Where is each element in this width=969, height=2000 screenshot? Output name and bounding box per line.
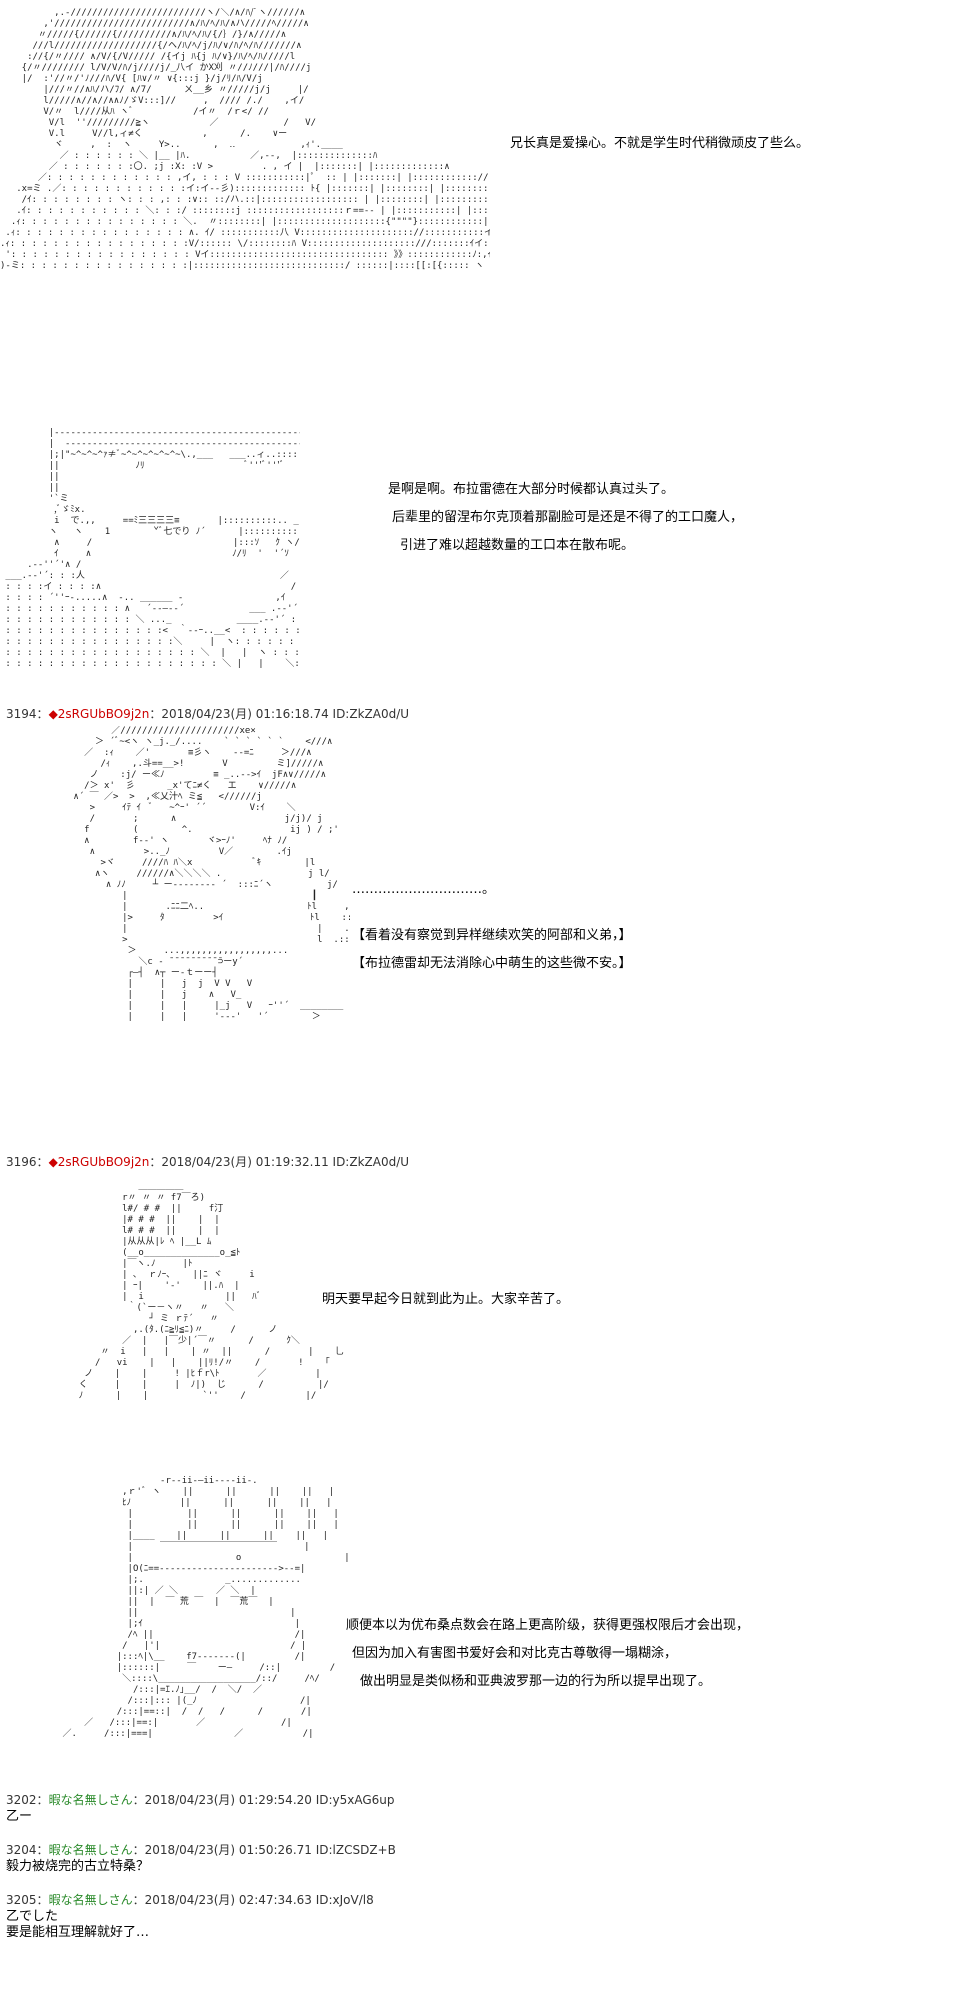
post-text: 毅力被烧完的古立特桑？ (6, 1859, 150, 1874)
post-body-3202: 乙ー (6, 1809, 32, 1825)
dialog-line: …………………………。 (352, 882, 496, 897)
dialog-line: 后辈里的留涅布尔克顶着那副脸可是还是不得了的工口魔人， (392, 510, 744, 525)
dialog-1: 兄长真是爱操心。不就是学生时代稍微顽皮了些么。 (510, 130, 809, 158)
ascii-art-2: |‐‐‐‐‐‐‐‐‐‐‐‐‐‐‐‐‐‐‐‐‐‐‐‐‐‐‐‐‐‐‐‐‐‐‐‐‐‐‐… (5, 428, 300, 669)
ascii-art-5: -r-‐ii-―ii----ii-. ,ｒ'ﾞ ヽ || || || || | … (62, 1476, 350, 1739)
post-number[interactable]: 3204 (6, 1843, 37, 1857)
poster-name: 暇な名無しさん (48, 1793, 133, 1807)
post-body-3205: 乙でした 要是能相互理解就好了… (6, 1909, 149, 1941)
separator: ： (36, 707, 49, 721)
dialog-line: 引进了难以超越数量的工口本在散布呢。 (400, 538, 635, 553)
dialog-4: 明天要早起今日就到此为止。大家辛苦了。 (322, 1286, 569, 1314)
dialog-line: 做出明显是类似杨和亚典波罗那一边的行为所以提早出现了。 (360, 1674, 712, 1689)
post-date: ：2018/04/23(月) 02:47:34.63 ID:xJoV/l8 (132, 1893, 374, 1907)
post-header-3196: 3196：◆2sRGUbBO9j2n：2018/04/23(月) 01:19:3… (6, 1154, 409, 1170)
dialog-3: …………………………。 【看着没有察觉到异样继续欢笑的阿部和义弟，】 【布拉德雷… (352, 876, 632, 978)
separator: ： (36, 1155, 49, 1169)
dialog-line: 是啊是啊。布拉雷德在大部分时候都认真过头了。 (388, 482, 675, 497)
post-header-3205: 3205：暇な名無しさん：2018/04/23(月) 02:47:34.63 I… (6, 1892, 374, 1908)
post-text: 乙でした (6, 1909, 59, 1924)
post-header-3204: 3204：暇な名無しさん：2018/04/23(月) 01:50:26.71 I… (6, 1842, 396, 1858)
post-date: ：2018/04/23(月) 01:16:18.74 ID:ZkZA0d/U (149, 707, 410, 721)
dialog-line: 【看着没有察觉到异样继续欢笑的阿部和义弟，】 (352, 928, 632, 943)
dialog-5: 顺便本以为优布桑点数会在路上更高阶级，获得更强权限后才会出现， 但因为加入有害图… (346, 1612, 749, 1696)
post-number[interactable]: 3205 (6, 1893, 37, 1907)
poster-name: 暇な名無しさん (48, 1893, 133, 1907)
post-header-3194: 3194：◆2sRGUbBO9j2n：2018/04/23(月) 01:16:1… (6, 706, 409, 722)
separator: ： (36, 1843, 49, 1857)
post-text: 乙ー (6, 1809, 33, 1824)
post-date: ：2018/04/23(月) 01:19:32.11 ID:ZkZA0d/U (149, 1155, 410, 1169)
post-header-3202: 3202：暇な名無しさん：2018/04/23(月) 01:29:54.20 I… (6, 1792, 395, 1808)
dialog-line: 兄长真是爱操心。不就是学生时代稍微顽皮了些么。 (510, 136, 810, 151)
post-number[interactable]: 3194 (6, 707, 37, 721)
separator: ： (36, 1793, 49, 1807)
poster-trip: ◆2sRGUbBO9j2n (48, 707, 150, 721)
dialog-line: 明天要早起今日就到此为止。大家辛苦了。 (322, 1292, 570, 1307)
post-date: ：2018/04/23(月) 01:29:54.20 ID:y5xAG6up (132, 1793, 395, 1807)
dialog-line: 但因为加入有害图书爱好会和对比克古尊敬得一塌糊涂， (352, 1646, 678, 1661)
post-date: ：2018/04/23(月) 01:50:26.71 ID:lZCSDZ+B (132, 1843, 396, 1857)
dialog-line: 【布拉德雷却无法消除心中萌生的这些微不安。】 (352, 956, 632, 971)
post-body-3204: 毅力被烧完的古立特桑？ (6, 1859, 149, 1875)
poster-name: 暇な名無しさん (48, 1843, 133, 1857)
ascii-art-3: ／//////////////////////xe× ＞ ´ﾞ~<ヽ ヽ_j._… (73, 726, 350, 1022)
post-number[interactable]: 3202 (6, 1793, 37, 1807)
ascii-art-4: ＿＿＿＿＿ r〃 〃 〃 f7￣ろ) l#/ # # || f汀 |# # # … (78, 1182, 345, 1401)
separator: ： (36, 1893, 49, 1907)
poster-trip: ◆2sRGUbBO9j2n (48, 1155, 150, 1169)
dialog-line: 顺便本以为优布桑点数会在路上更高阶级，获得更强权限后才会出现， (346, 1618, 750, 1633)
ascii-art-1: ,.-/////////////////////////ヽ/＼/∧/ﾊ/ﾞヽ//… (0, 8, 490, 271)
post-text: 要是能相互理解就好了… (6, 1925, 150, 1940)
dialog-2: 是啊是啊。布拉雷德在大部分时候都认真过头了。 后辈里的留涅布尔克顶着那副脸可是还… (388, 476, 743, 560)
post-number[interactable]: 3196 (6, 1155, 37, 1169)
